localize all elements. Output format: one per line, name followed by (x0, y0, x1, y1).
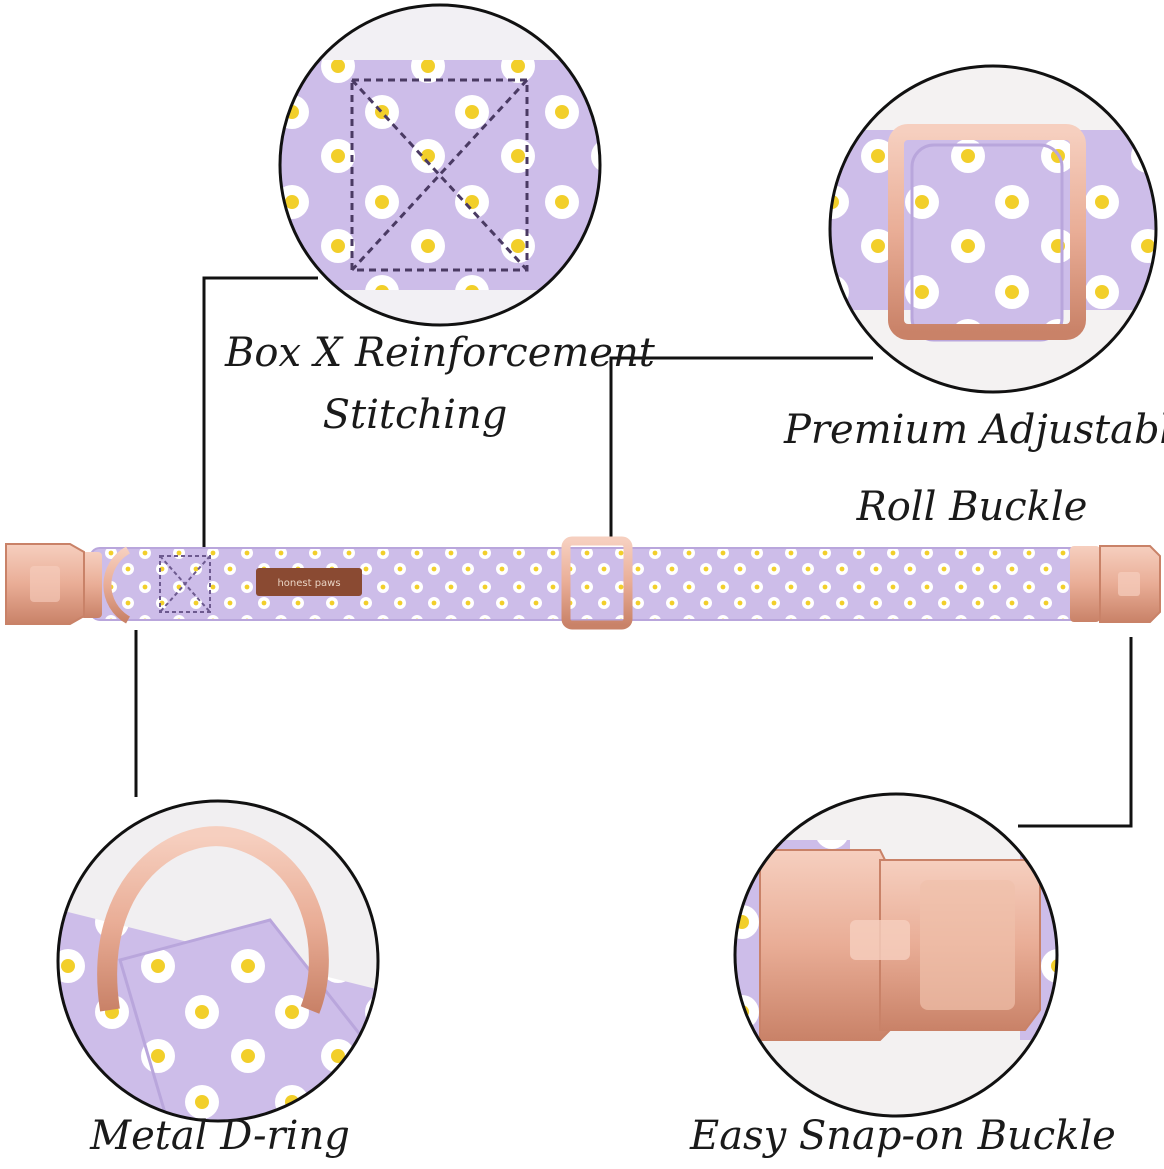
closeup-box-x-stitching (278, 3, 602, 327)
roll-buckle-label-line2: Roll Buckle (856, 484, 1088, 530)
closeup-d-ring (56, 799, 380, 1123)
svg-text:honest paws: honest paws (277, 578, 340, 589)
snap-buckle-connector (1018, 637, 1133, 828)
box-x-connector (202, 276, 318, 550)
roll-buckle-connector (609, 356, 873, 540)
brand-tag: honest paws (256, 568, 362, 596)
collar-main: honest paws (5, 536, 1161, 630)
roll-buckle-label-line1: Premium Adjustable (784, 407, 1164, 453)
d-ring-icon (80, 546, 131, 624)
d-ring-label: Metal D-ring (90, 1113, 350, 1159)
box-x-label-line2: Stitching (322, 392, 508, 438)
roll-buckle-icon (561, 536, 633, 630)
buckle-left-icon (5, 543, 85, 625)
buckle-right-icon (1070, 545, 1161, 623)
snap-buckle-label: Easy Snap-on Buckle (690, 1113, 1116, 1159)
closeup-snap-buckle (733, 792, 1059, 1118)
box-x-label-line1: Box X Reinforcement (225, 330, 655, 376)
collar-strap (89, 547, 1091, 621)
closeup-roll-buckle (828, 64, 1158, 394)
callout-connector-lines (134, 276, 1133, 828)
box-x-stitch-icon (159, 555, 211, 613)
